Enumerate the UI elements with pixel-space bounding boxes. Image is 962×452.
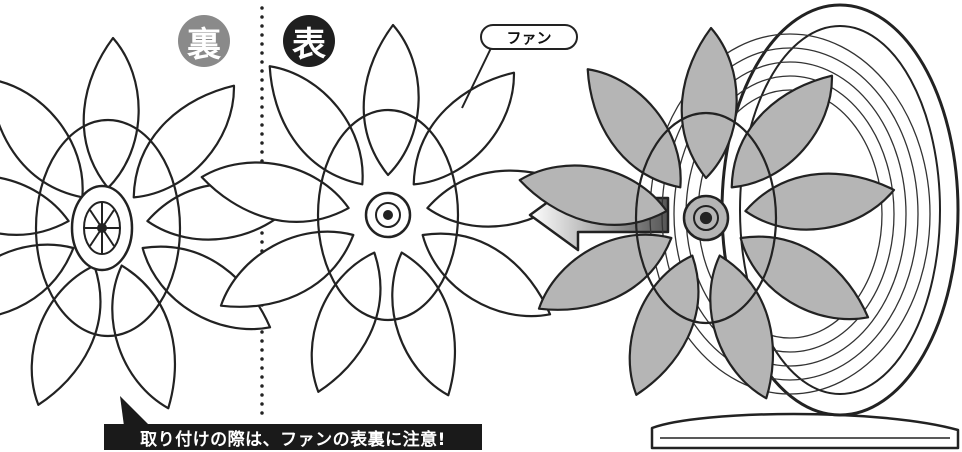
hub-center xyxy=(383,210,393,220)
note-pointer xyxy=(120,396,150,426)
fan-callout-text: ファン xyxy=(506,28,552,47)
caution-text: 取り付けの際は、ファンの表裏に注意! xyxy=(140,429,446,450)
front-side-badge: 表 xyxy=(283,15,335,67)
fan-unit xyxy=(518,3,960,450)
fan-label-leader xyxy=(461,45,493,109)
fan-ring xyxy=(34,118,182,338)
caution-banner: 取り付けの際は、ファンの表裏に注意! xyxy=(104,424,482,450)
fan-ring xyxy=(316,108,460,322)
fan-front-view xyxy=(200,23,578,397)
fan-base xyxy=(650,412,960,450)
fan-back-view xyxy=(0,36,298,410)
fan-blades xyxy=(200,23,578,397)
fan-callout-label: ファン xyxy=(480,24,578,50)
front-side-label: 表 xyxy=(292,24,326,65)
rear-grille xyxy=(649,33,931,395)
back-side-label: 裏 xyxy=(187,24,221,65)
installed-fan xyxy=(518,26,896,400)
hub-center xyxy=(97,223,107,233)
back-side-badge: 裏 xyxy=(178,15,230,67)
fan-blades xyxy=(0,36,298,410)
